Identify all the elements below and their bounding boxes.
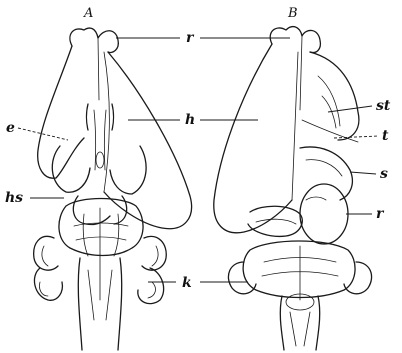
- label-st: st: [376, 98, 391, 114]
- label-r-right: r: [376, 206, 385, 222]
- panel-label-a: A: [83, 6, 93, 21]
- leader-t: [334, 136, 378, 138]
- label-t: t: [382, 128, 389, 144]
- label-e: e: [6, 120, 15, 136]
- leader-st: [328, 106, 372, 112]
- leader-lines: [18, 38, 378, 282]
- label-r-top: r: [186, 30, 195, 46]
- leader-e: [18, 128, 68, 140]
- brain-a-drawing: [34, 28, 192, 350]
- leader-s: [350, 172, 376, 174]
- label-s: s: [380, 166, 388, 182]
- label-k: k: [182, 275, 192, 291]
- panel-label-b: B: [287, 6, 298, 21]
- brain-b-drawing: [214, 27, 372, 350]
- label-h: h: [185, 112, 195, 128]
- label-hs: hs: [5, 190, 23, 206]
